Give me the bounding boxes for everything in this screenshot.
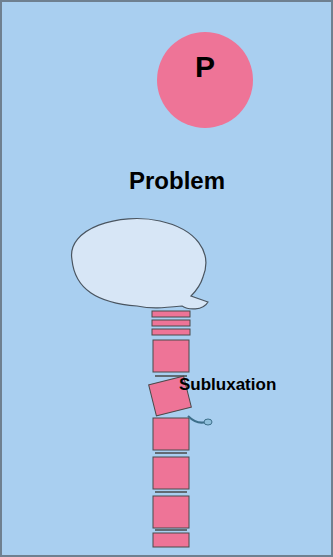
head-outline	[72, 219, 208, 309]
subluxation-label: Subluxation	[179, 375, 276, 395]
problem-circle: P Problem	[102, 30, 262, 199]
discs	[155, 376, 187, 530]
cervical-bars	[152, 311, 190, 335]
nerve-end	[204, 419, 212, 425]
problem-heading: Problem	[129, 167, 225, 195]
circle-letter: P	[195, 50, 215, 85]
pinched-nerve	[188, 416, 206, 423]
vertebrae	[149, 340, 192, 547]
